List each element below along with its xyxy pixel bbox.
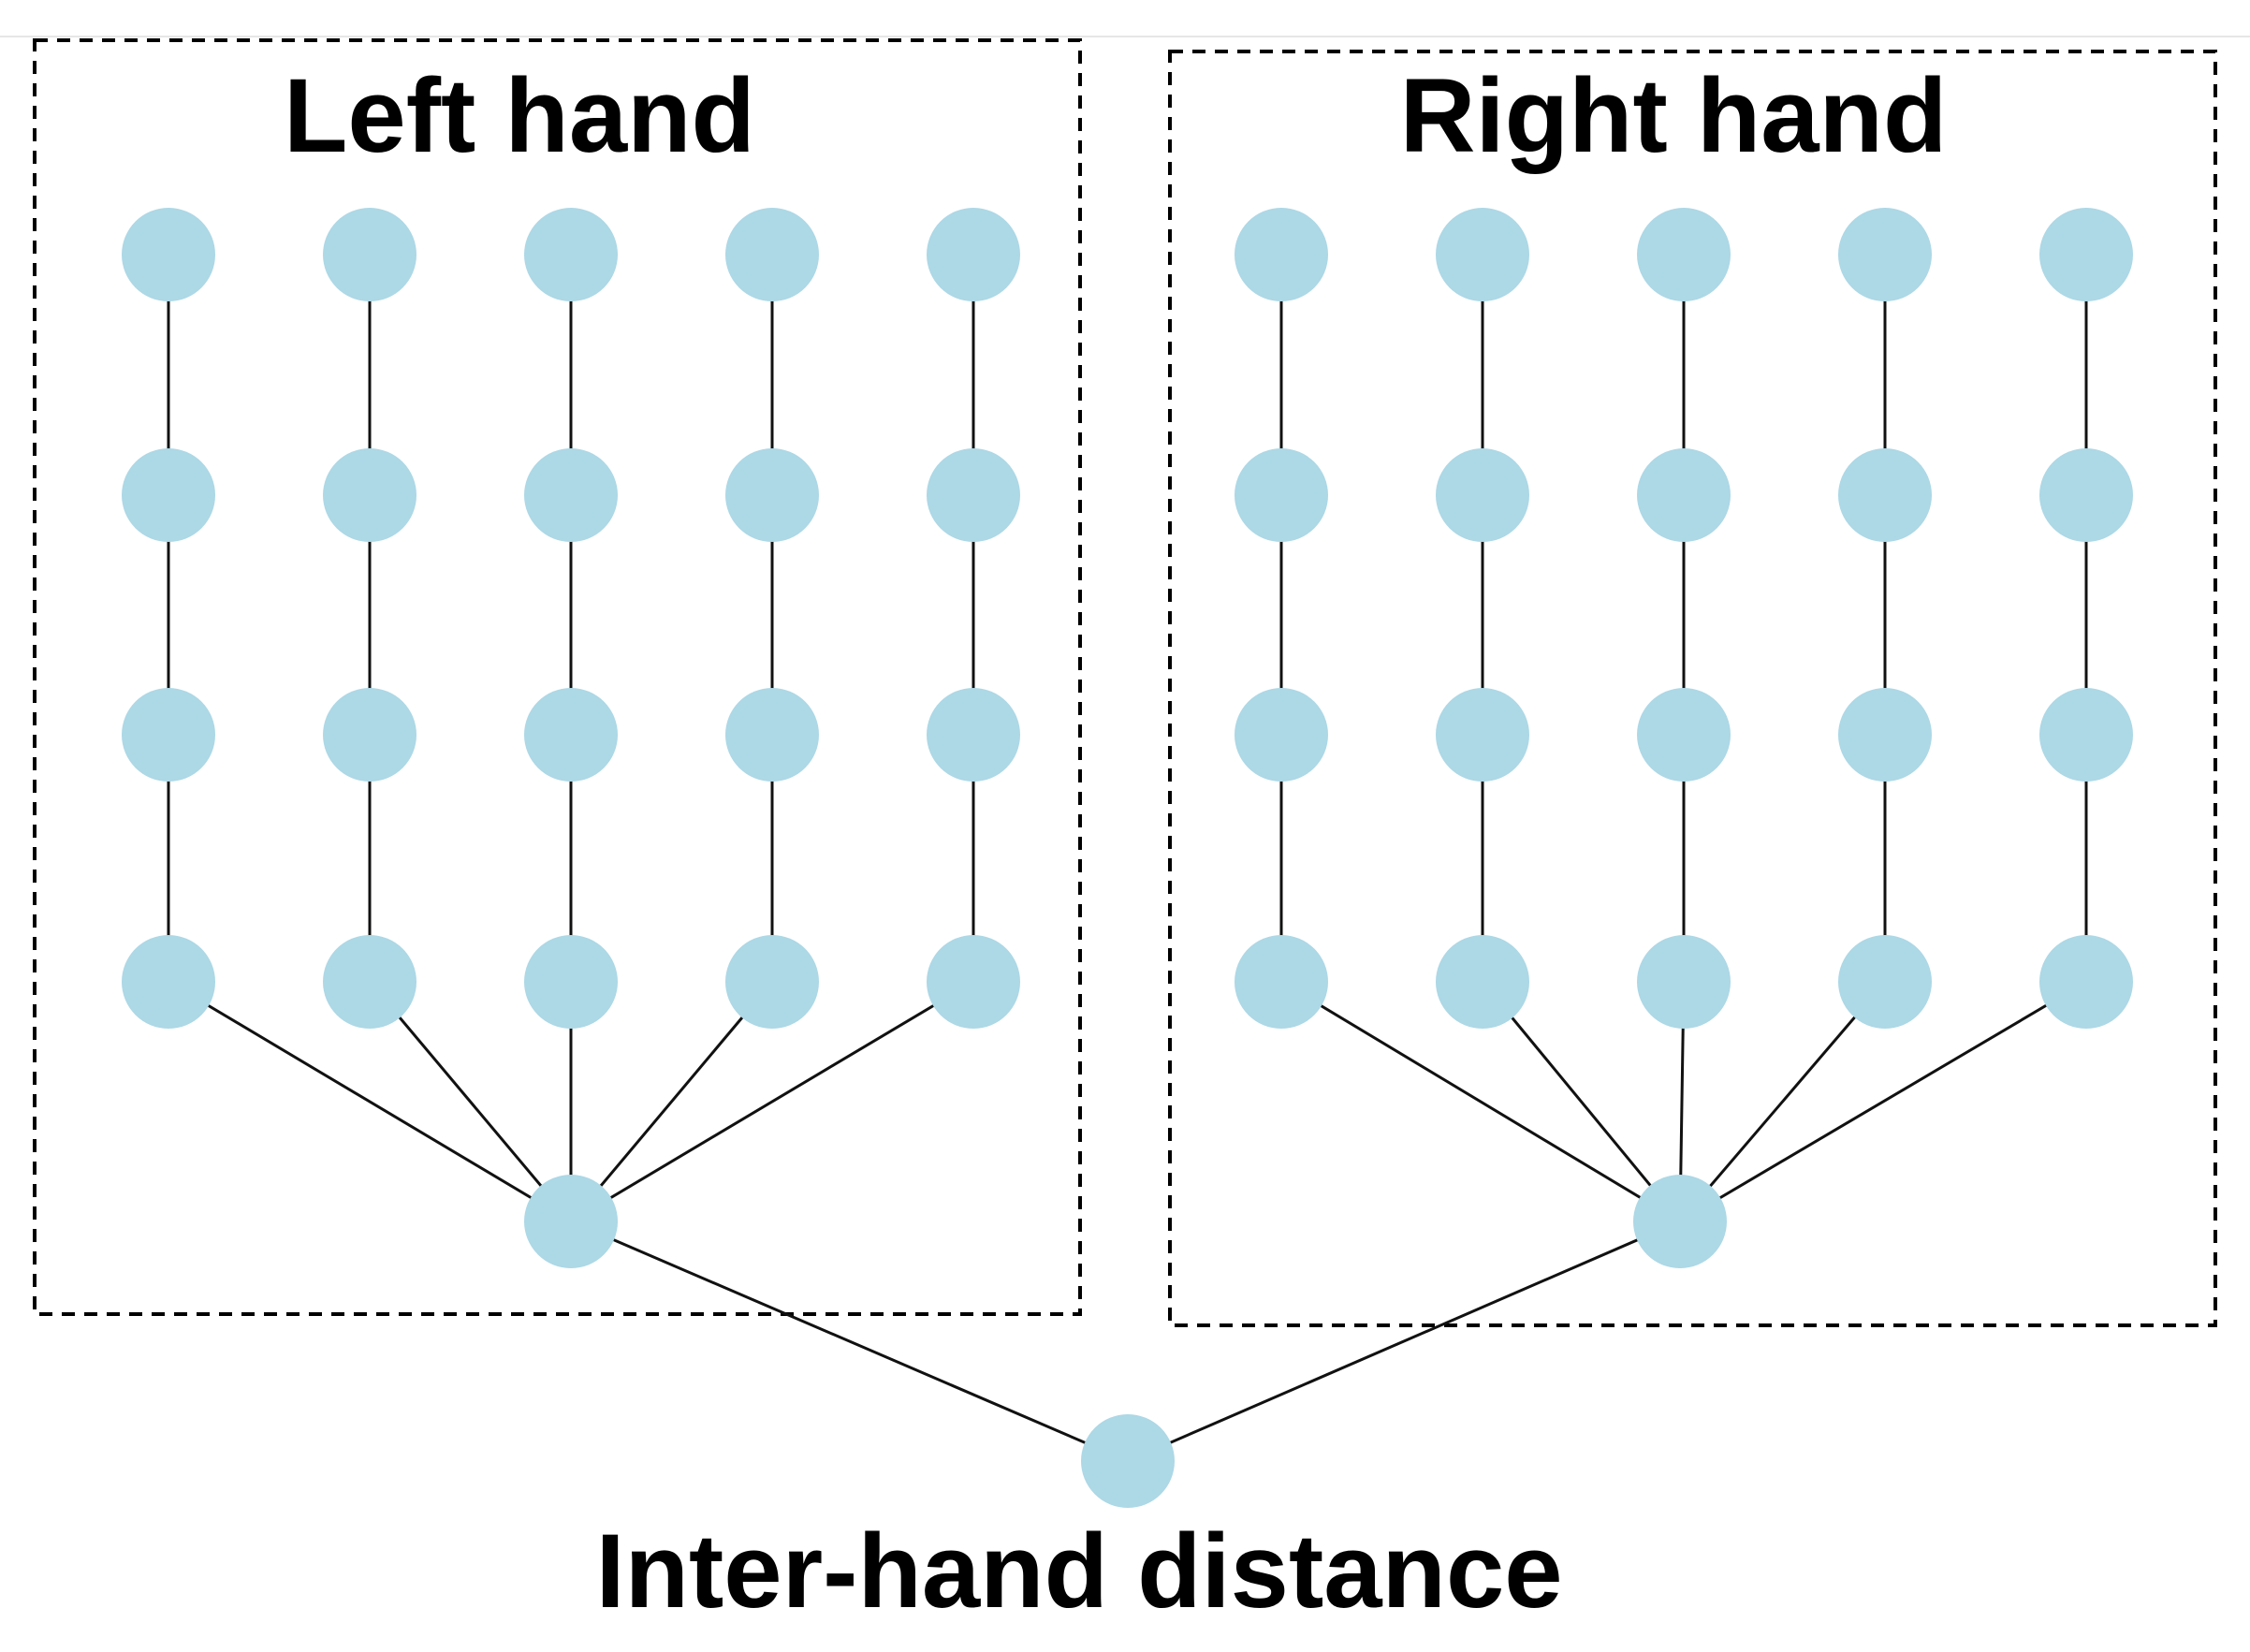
edges-group [167, 255, 2088, 1463]
right-finger-2-joint-2-node [1436, 448, 1529, 542]
right-finger-3-joint-3-node [1637, 688, 1731, 782]
left-wrist-distance-edge [570, 1220, 1129, 1463]
right-finger-2-wrist-edge [1481, 981, 1682, 1222]
right-hand-frame [1168, 50, 2217, 1327]
left-finger-4-joint-2-node [725, 448, 819, 542]
left-finger-5-joint-1-node [927, 208, 1020, 301]
left-hand-frame [33, 38, 1082, 1316]
left-finger-4-joint-1-node [725, 208, 819, 301]
left-finger-3-joint-1-node [524, 208, 618, 301]
right-finger-5-joint-2-node [2039, 448, 2133, 542]
right-finger-5-wrist-edge [1679, 980, 2087, 1223]
right-finger-4-joint-1-node [1838, 208, 1932, 301]
left-finger-5-wrist-edge [570, 980, 974, 1223]
right-finger-4-joint-3-node [1838, 688, 1932, 782]
right-finger-1-wrist-edge [1280, 980, 1681, 1223]
right-finger-4-joint-2-node [1838, 448, 1932, 542]
right-finger-3-joint-1-node [1637, 208, 1731, 301]
left-finger-5-joint-3-node [927, 688, 1020, 782]
left-hand-title: Left hand [284, 57, 755, 174]
left-finger-2-joint-2-node [323, 448, 416, 542]
right-finger-1-joint-3-node [1235, 688, 1328, 782]
left-finger-1-joint-3-node [122, 688, 215, 782]
left-finger-1-joint-2-node [122, 448, 215, 542]
left-wrist-node [524, 1175, 618, 1268]
right-finger-1-joint-1-node [1235, 208, 1328, 301]
left-finger-2-joint-1-node [323, 208, 416, 301]
right-finger-4-joint-4-node [1838, 935, 1932, 1029]
left-finger-3-joint-2-node [524, 448, 618, 542]
right-finger-4-wrist-edge [1678, 981, 1887, 1222]
left-finger-1-joint-1-node [122, 208, 215, 301]
left-finger-4-joint-3-node [725, 688, 819, 782]
right-finger-2-joint-3-node [1436, 688, 1529, 782]
nodes-group [122, 208, 2133, 1508]
left-finger-5-joint-2-node [927, 448, 1020, 542]
right-finger-5-joint-4-node [2039, 935, 2133, 1029]
right-finger-2-joint-4-node [1436, 935, 1529, 1029]
inter-hand-distance-node [1081, 1414, 1175, 1508]
right-finger-2-joint-1-node [1436, 208, 1529, 301]
right-finger-5-joint-1-node [2039, 208, 2133, 301]
right-finger-3-joint-2-node [1637, 448, 1731, 542]
left-finger-2-wrist-edge [368, 981, 573, 1222]
right-hand-title: Right hand [1400, 57, 1948, 174]
right-finger-3-joint-4-node [1637, 935, 1731, 1029]
left-finger-1-joint-4-node [122, 935, 215, 1029]
left-finger-2-joint-4-node [323, 935, 416, 1029]
left-finger-4-joint-4-node [725, 935, 819, 1029]
right-wrist-distance-edge [1127, 1220, 1681, 1463]
left-finger-4-wrist-edge [569, 981, 774, 1222]
left-finger-1-wrist-edge [168, 980, 572, 1223]
inter-hand-distance-label: Inter-hand distance [595, 1513, 1562, 1630]
left-finger-5-joint-4-node [927, 935, 1020, 1029]
right-finger-5-joint-3-node [2039, 688, 2133, 782]
right-finger-1-joint-4-node [1235, 935, 1328, 1029]
left-finger-2-joint-3-node [323, 688, 416, 782]
right-finger-1-joint-2-node [1235, 448, 1328, 542]
hand-frames [33, 38, 2217, 1327]
left-finger-3-joint-4-node [524, 935, 618, 1029]
left-finger-3-joint-3-node [524, 688, 618, 782]
right-wrist-node [1633, 1175, 1727, 1268]
top-divider [0, 36, 2250, 37]
